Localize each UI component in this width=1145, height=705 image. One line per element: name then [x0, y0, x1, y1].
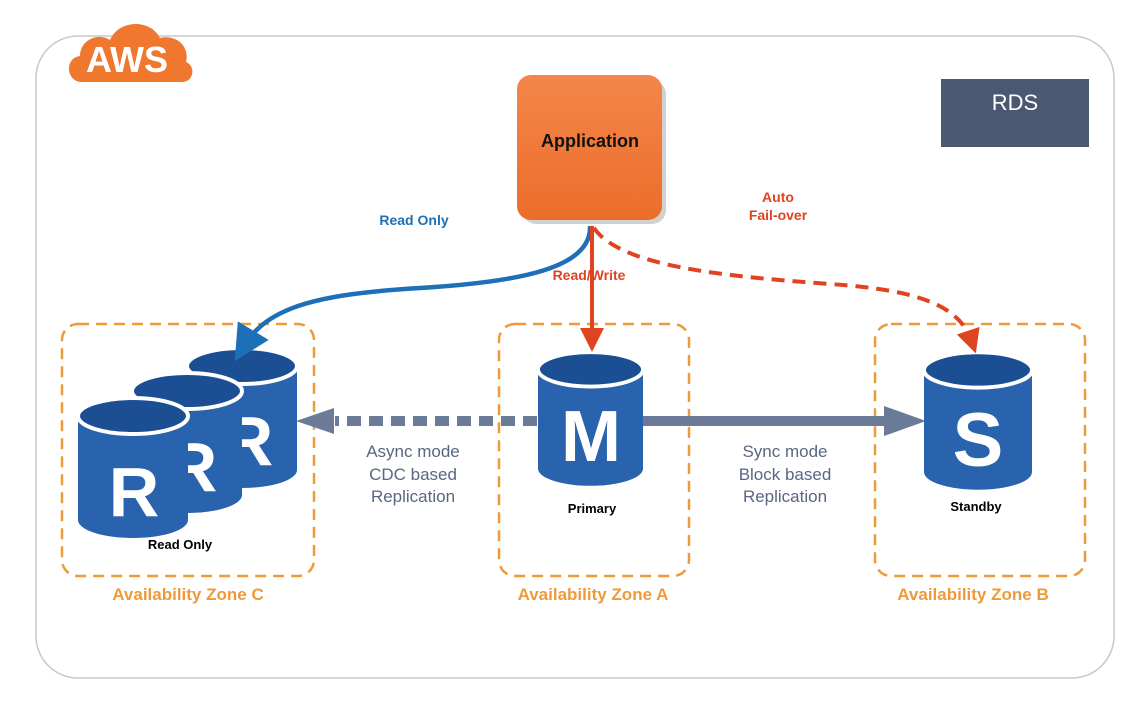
auto-failover-arrow	[592, 226, 980, 354]
zone-a-label: Availability Zone A	[518, 585, 669, 604]
read-write-connection-label: Read/Write	[553, 267, 626, 283]
async-replication-arrow	[296, 408, 537, 434]
zone-c-box	[60, 322, 316, 578]
primary-letter: M	[561, 397, 621, 477]
read-replica-database-icon: R R R	[76, 346, 299, 540]
async-label-line2: CDC based	[369, 465, 457, 484]
sync-label-line1: Sync mode	[742, 442, 827, 461]
rds-badge-label: RDS	[992, 90, 1038, 115]
standby-database-icon: S	[922, 350, 1034, 492]
standby-caption: Standby	[950, 499, 1002, 514]
standby-letter: S	[953, 398, 1004, 483]
replica-letter-front: R	[109, 453, 160, 531]
rds-badge: RDS	[941, 79, 1089, 147]
aws-logo-text: AWS	[86, 39, 168, 80]
sync-label-line2: Block based	[739, 465, 832, 484]
sync-replication-arrow	[640, 406, 926, 436]
read-only-arrow	[234, 225, 593, 362]
primary-caption: Primary	[568, 501, 617, 516]
async-label-line1: Async mode	[366, 442, 460, 461]
auto-failover-label-line2: Fail-over	[749, 207, 808, 223]
read-only-connection-label: Read Only	[379, 212, 448, 228]
async-label-line3: Replication	[371, 487, 455, 506]
application-box: Application	[517, 75, 666, 224]
zone-c-label: Availability Zone C	[112, 585, 263, 604]
replica-caption: Read Only	[148, 537, 213, 552]
primary-database-icon: M	[536, 350, 645, 488]
auto-failover-label-line1: Auto	[762, 189, 794, 205]
aws-cloud-logo: AWS	[68, 23, 193, 82]
zone-b-label: Availability Zone B	[897, 585, 1048, 604]
sync-label-line3: Replication	[743, 487, 827, 506]
zone-b-box	[873, 322, 1087, 578]
application-label: Application	[541, 131, 639, 151]
